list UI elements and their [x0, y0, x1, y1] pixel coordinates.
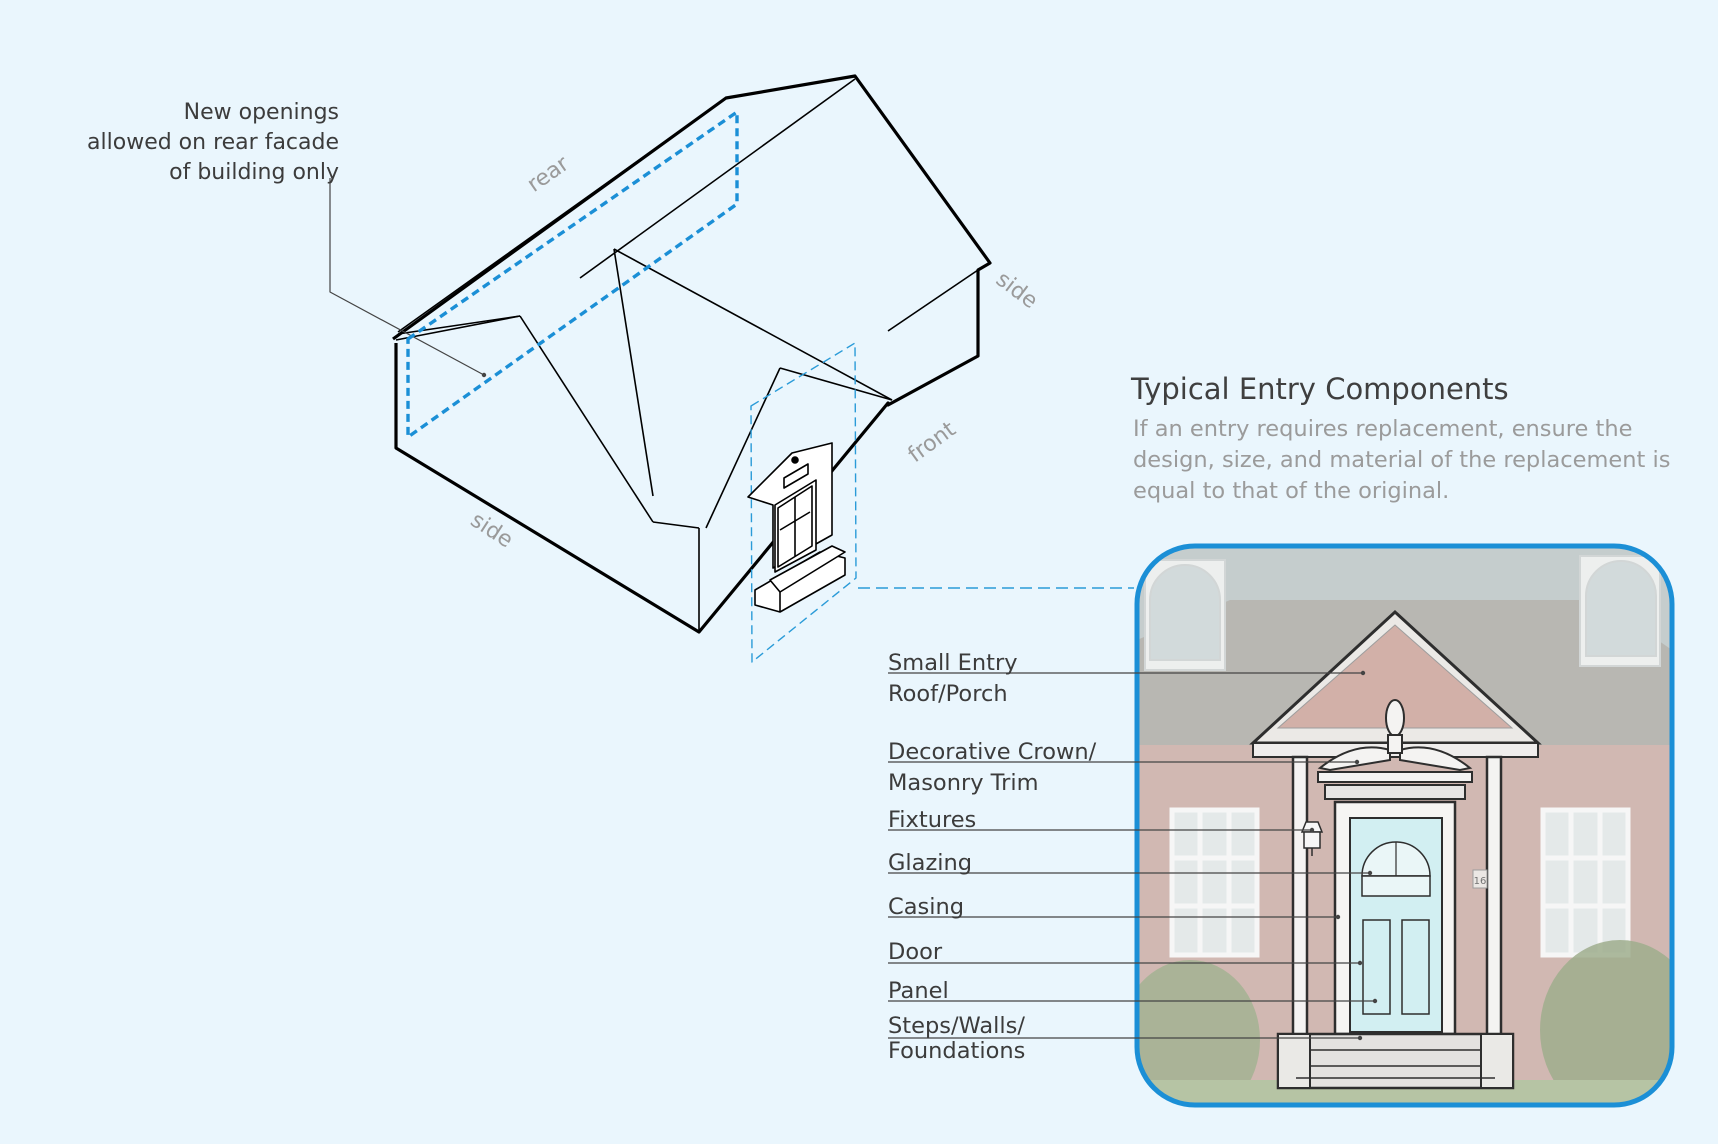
rear-note-line-3: of building only	[169, 160, 339, 185]
component-label-line: Foundations	[888, 1038, 1026, 1064]
entry-photo-frame: 16	[1134, 543, 1675, 1108]
component-label-line: Casing	[888, 894, 965, 920]
window-left	[1169, 807, 1260, 958]
entry-title: Typical Entry Components	[1131, 372, 1509, 406]
component-glazing: Glazing	[888, 848, 972, 879]
roof-lines	[395, 78, 979, 632]
component-label-line: Masonry Trim	[888, 770, 1039, 796]
component-label-line: Small Entry	[888, 650, 1018, 676]
component-label-line: Decorative Crown/	[888, 739, 1097, 765]
house-number: 16	[1474, 876, 1487, 887]
rear-note-line-1: New openings	[183, 100, 339, 125]
door-miniature	[747, 442, 846, 613]
component-fixtures: Fixtures	[888, 805, 976, 836]
component-decorative-crown: Decorative Crown/ Masonry Trim	[888, 737, 1096, 799]
photo-border	[1134, 543, 1675, 1108]
rear-note-line-2: allowed on rear facade	[87, 130, 339, 155]
component-label-line: Panel	[888, 978, 949, 1004]
house-isometric	[329, 74, 1134, 663]
rear-openings-zone	[406, 110, 739, 439]
component-panel: Panel	[888, 976, 949, 1007]
component-label-line: Roof/Porch	[888, 681, 1008, 707]
house-outline	[392, 74, 992, 634]
front-entry-zone	[750, 342, 857, 663]
component-label-line: Fixtures	[888, 807, 977, 833]
window-right	[1540, 807, 1631, 958]
dormer-left	[1144, 559, 1226, 671]
component-door: Door	[888, 937, 942, 968]
rear-note-leader	[329, 178, 485, 376]
component-steps-walls-foundations: Steps/Walls/ Foundations	[888, 1014, 1025, 1064]
entry-photo: 16	[1137, 546, 1672, 1105]
component-small-entry-roof: Small Entry Roof/Porch	[888, 648, 1018, 710]
component-label-line: Glazing	[888, 850, 973, 876]
entry-description: If an entry requires replacement, ensure…	[1133, 416, 1671, 504]
component-label-line: Steps/Walls/	[888, 1013, 1025, 1039]
dormer-right	[1579, 555, 1661, 667]
component-leaders	[888, 670, 1378, 1041]
component-label-line: Door	[888, 939, 943, 965]
component-casing: Casing	[888, 892, 964, 923]
rear-openings-note: New openings allowed on rear facade of b…	[19, 98, 339, 188]
